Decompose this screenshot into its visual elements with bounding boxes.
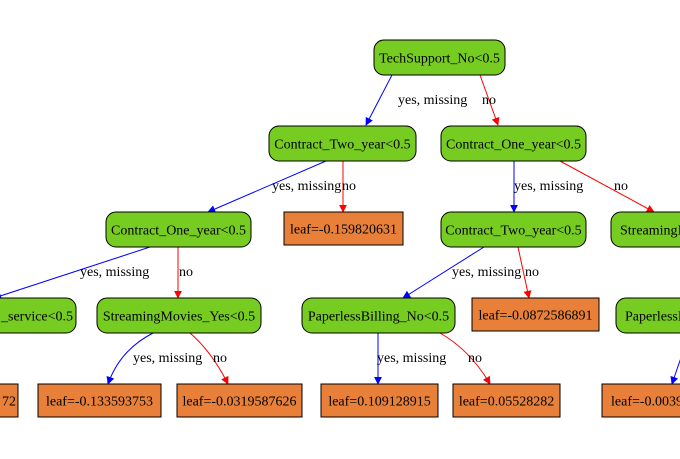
node-label: leaf=0.109128915 bbox=[328, 395, 430, 410]
edge-label-e4: yes, missing bbox=[514, 179, 583, 194]
yes-edge-e2 bbox=[207, 160, 327, 213]
node-box bbox=[96, 297, 262, 334]
node-box bbox=[0, 297, 77, 334]
node-box bbox=[440, 211, 587, 248]
node-label: PaperlessBilling_No<0.5 bbox=[308, 310, 449, 325]
no-edge-e1 bbox=[479, 74, 500, 126]
no-edge-e_n12 bbox=[439, 332, 491, 385]
edge-label-e5: no bbox=[614, 179, 628, 194]
node-box bbox=[615, 297, 680, 334]
split-node-streamingmovies-yes-0-5: StreamingMovies_Yes<0.5 bbox=[96, 297, 262, 334]
node-box bbox=[37, 383, 162, 418]
node-box bbox=[268, 125, 417, 162]
node-box bbox=[610, 211, 680, 248]
edge-label-e11: no bbox=[213, 351, 227, 366]
yes-edge-e12 bbox=[670, 359, 680, 385]
node-box bbox=[320, 383, 439, 418]
split-node-service-0-5: _service<0.5 bbox=[0, 297, 77, 334]
edges-layer bbox=[0, 74, 680, 385]
split-node-contract-one-year-0-5: Contract_One_year<0.5 bbox=[105, 211, 252, 248]
node-box bbox=[440, 125, 587, 162]
node-box bbox=[373, 39, 506, 76]
edge-label-e_n12: no bbox=[468, 351, 482, 366]
leaf-node-leaf-0-109128915: leaf=0.109128915 bbox=[320, 383, 439, 418]
node-label: Contract_One_year<0.5 bbox=[446, 138, 581, 153]
node-label: Contract_One_year<0.5 bbox=[111, 224, 246, 239]
edge-label-e9: no bbox=[525, 265, 539, 280]
leaf-node-leaf-0-159820631: leaf=-0.159820631 bbox=[283, 211, 404, 246]
edge-label-e6: yes, missing bbox=[80, 265, 149, 280]
leaf-node-leaf-0-0319587626: leaf=-0.0319587626 bbox=[176, 383, 303, 418]
split-node-contract-two-year-0-5: Contract_Two_year<0.5 bbox=[440, 211, 587, 248]
node-box bbox=[0, 383, 19, 418]
split-node-paperlessb: PaperlessB bbox=[615, 297, 680, 334]
node-label: Contract_Two_year<0.5 bbox=[445, 224, 581, 239]
node-label: TechSupport_No<0.5 bbox=[379, 52, 500, 67]
split-node-contract-one-year-0-5: Contract_One_year<0.5 bbox=[440, 125, 587, 162]
no-edge-e11 bbox=[189, 332, 229, 385]
node-label: 72 bbox=[2, 395, 16, 410]
node-box bbox=[601, 383, 680, 418]
node-label: leaf=-0.0319587626 bbox=[182, 395, 296, 410]
node-label: leaf=-0.133593753 bbox=[46, 395, 153, 410]
node-box bbox=[471, 297, 600, 332]
split-node-techsupport-no-0-5: TechSupport_No<0.5 bbox=[373, 39, 506, 76]
yes-edge-e8 bbox=[402, 246, 485, 299]
leaf-node-leaf-0-0872586891: leaf=-0.0872586891 bbox=[471, 297, 600, 332]
edge-label-e10: yes, missing bbox=[133, 351, 202, 366]
edge-label-e8: yes, missing bbox=[452, 265, 521, 280]
node-label: _service<0.5 bbox=[0, 310, 73, 325]
node-box bbox=[452, 383, 561, 418]
node-box bbox=[105, 211, 252, 248]
leaf-node-leaf-0-0039: leaf=-0.0039 bbox=[601, 383, 680, 418]
node-label: leaf=-0.0039 bbox=[611, 395, 680, 410]
edge-label-e7: no bbox=[179, 265, 193, 280]
leaf-node-72: 72 bbox=[0, 383, 19, 418]
node-label: leaf=-0.0872586891 bbox=[478, 309, 592, 324]
node-box bbox=[283, 211, 404, 246]
node-label: StreamingMovies_Yes<0.5 bbox=[103, 310, 255, 325]
leaf-node-leaf-0-05528282: leaf=0.05528282 bbox=[452, 383, 561, 418]
edge-label-e0: yes, missing bbox=[398, 93, 467, 108]
split-node-contract-two-year-0-5: Contract_Two_year<0.5 bbox=[268, 125, 417, 162]
node-label: PaperlessB bbox=[625, 310, 680, 325]
node-label: Contract_Two_year<0.5 bbox=[274, 138, 410, 153]
no-edge-e9 bbox=[517, 246, 532, 299]
node-box bbox=[301, 297, 456, 334]
yes-edge-e10 bbox=[106, 332, 154, 385]
edge-label-e3: no bbox=[342, 179, 356, 194]
edge-label-e1: no bbox=[482, 93, 496, 108]
leaf-node-leaf-0-133593753: leaf=-0.133593753 bbox=[37, 383, 162, 418]
yes-edge-e6 bbox=[0, 246, 151, 300]
no-edge-e5 bbox=[559, 160, 655, 213]
node-label: leaf=0.05528282 bbox=[459, 395, 554, 410]
node-label: leaf=-0.159820631 bbox=[290, 223, 397, 238]
yes-edge-e0 bbox=[365, 74, 393, 126]
split-node-streamingm: StreamingM bbox=[610, 211, 680, 248]
split-node-paperlessbilling-no-0-5: PaperlessBilling_No<0.5 bbox=[301, 297, 456, 334]
edge-label-e_y11: yes, missing bbox=[377, 351, 446, 366]
node-label: StreamingM bbox=[620, 224, 680, 239]
edge-label-e2: yes, missing bbox=[272, 179, 341, 194]
node-box bbox=[176, 383, 303, 418]
